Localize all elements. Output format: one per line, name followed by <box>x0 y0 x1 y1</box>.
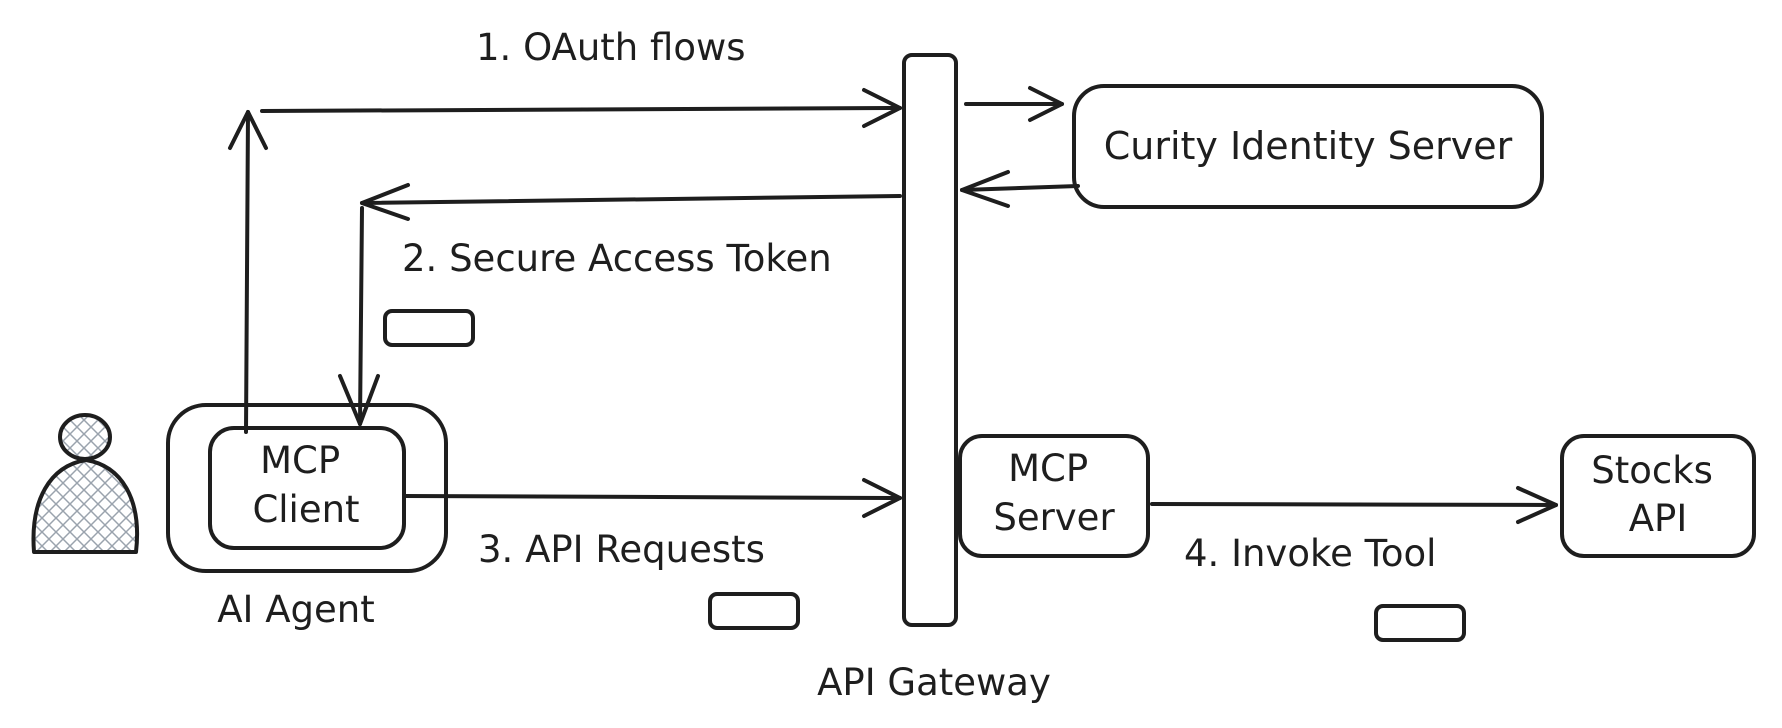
stocks-api-label-line2: API <box>1629 497 1688 540</box>
mcp-client-label: MCP Client <box>252 439 359 531</box>
token-icon <box>383 309 475 347</box>
api-requests-label: 3. API Requests <box>478 528 765 571</box>
secure-token-arrow <box>338 183 902 426</box>
api-gateway-label: API Gateway <box>817 661 1051 704</box>
token-icon <box>708 592 800 630</box>
oauth-flows-label: 1. OAuth flows <box>476 26 746 69</box>
mcp-server-label: MCP Server <box>993 447 1115 539</box>
api-requests-arrow <box>402 478 902 518</box>
gateway-to-identity-arrow <box>964 86 1064 122</box>
mcp-server-label-line1: MCP <box>1008 447 1088 490</box>
identity-server-box[interactable] <box>1072 84 1544 209</box>
token-icon <box>1374 604 1466 642</box>
identity-server-label: Curity Identity Server <box>1104 124 1513 168</box>
identity-to-gateway-arrow <box>960 170 1080 208</box>
stocks-api-label-line1: Stocks <box>1591 449 1713 492</box>
stocks-api-label: Stocks API <box>1591 449 1724 540</box>
secure-token-label: 2. Secure Access Token <box>402 237 832 280</box>
mcp-client-label-line1: MCP <box>260 439 340 482</box>
stocks-api-box[interactable] <box>1560 434 1756 558</box>
mcp-server-label-line2: Server <box>993 496 1115 539</box>
ai-agent-label: AI Agent <box>217 588 375 631</box>
user-icon <box>31 413 139 554</box>
api-gateway-bar[interactable] <box>902 53 958 627</box>
oauth-flow-arrow <box>228 88 902 434</box>
mcp-client-box[interactable] <box>208 426 406 550</box>
mcp-client-label-line2: Client <box>252 488 359 531</box>
invoke-tool-arrow <box>1150 486 1558 524</box>
invoke-tool-label: 4. Invoke Tool <box>1184 532 1436 575</box>
mcp-server-box[interactable] <box>958 434 1150 558</box>
